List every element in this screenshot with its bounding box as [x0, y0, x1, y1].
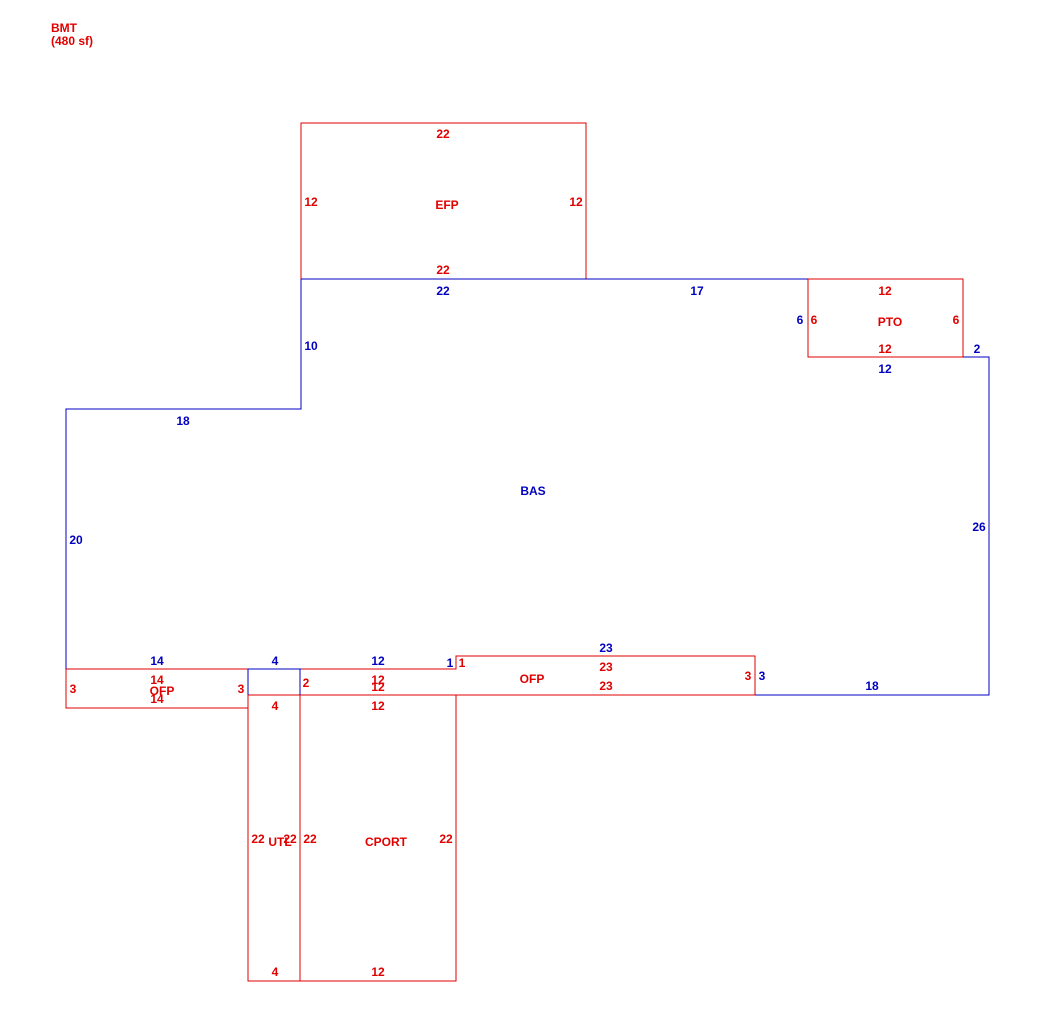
area-square-footage: (480 sf): [51, 34, 94, 48]
ofp-right-dim-step: 1: [459, 656, 466, 670]
ofp-right-dim-end: 3: [745, 669, 752, 683]
area-label-ofp-left: OFP: [150, 684, 175, 698]
ofp-outline-right: [301, 655, 756, 696]
area-label-ofp-right: OFP: [520, 672, 545, 686]
cport-dim-bottom: 12: [371, 965, 385, 979]
cport-dim-left: 22: [303, 832, 317, 846]
bas-dim-ofp-top: 23: [599, 641, 613, 655]
utl-dim-left: 22: [251, 832, 265, 846]
bas-dim-ofp-step: 1: [447, 656, 454, 670]
ofp-right-dim-bottom-left: 12: [371, 680, 385, 694]
bas-dim-ofp-end: 3: [759, 669, 766, 683]
efp-outline: [300, 122, 587, 279]
cport-dim-top: 12: [371, 699, 385, 713]
pto-dim-top: 12: [878, 284, 892, 298]
ofp-left-dim-right: 3: [238, 682, 245, 696]
ofp-left-dim-left: 3: [70, 682, 77, 696]
bas-dim-pto-side: 6: [797, 313, 804, 327]
ofp-right-dim-top: 23: [599, 660, 613, 674]
bas-dim-right: 26: [972, 520, 986, 534]
ofp-right-dim-bottom: 23: [599, 679, 613, 693]
utl-dim-bottom: 4: [272, 965, 279, 979]
bas-dim-top-right: 17: [690, 284, 704, 298]
bas-dim-top-left: 22: [436, 284, 450, 298]
area-summary-label: BMT (480 sf): [51, 22, 93, 48]
bas-dim-bottom-utl: 4: [272, 654, 279, 668]
pto-dim-left: 6: [811, 313, 818, 327]
pto-dim-right: 6: [953, 313, 960, 327]
ofp-right-dim-top-left: 12: [371, 673, 385, 687]
bas-dim-pto-bottom: 12: [878, 362, 892, 376]
area-label-utl: UTL: [268, 835, 291, 849]
bas-dim-bottom-mid: 12: [371, 654, 385, 668]
area-label-pto: PTO: [878, 315, 902, 329]
pto-dim-bottom: 12: [878, 342, 892, 356]
bas-dim-right-jog: 2: [974, 342, 981, 356]
utl-dim-top: 4: [272, 699, 279, 713]
bas-dim-bottom-right: 18: [865, 679, 879, 693]
efp-dim-left: 12: [304, 195, 318, 209]
area-label-cport: CPORT: [365, 835, 408, 849]
efp-dim-top: 22: [436, 127, 450, 141]
area-label-bas: BAS: [520, 484, 545, 498]
area-code: BMT: [51, 21, 77, 35]
cport-outline: [299, 694, 457, 982]
ofp-left-dim-bottom: 14: [150, 692, 164, 706]
efp-dim-bottom: 22: [436, 263, 450, 277]
bas-dim-left: 20: [69, 533, 83, 547]
cport-dim-right: 22: [439, 832, 453, 846]
efp-dim-right: 12: [569, 195, 583, 209]
utl-dim-right: 22: [283, 832, 297, 846]
ofp-left-dim-top: 14: [150, 673, 164, 687]
ofp-right-dim-left: 2: [303, 676, 310, 690]
bas-dim-bottom-left: 14: [150, 654, 164, 668]
bas-dim-notch: 10: [304, 339, 318, 353]
bas-dim-left-top: 18: [176, 414, 190, 428]
bas-outline: [65, 278, 990, 696]
pto-outline: [807, 278, 964, 358]
area-label-efp: EFP: [435, 198, 458, 212]
